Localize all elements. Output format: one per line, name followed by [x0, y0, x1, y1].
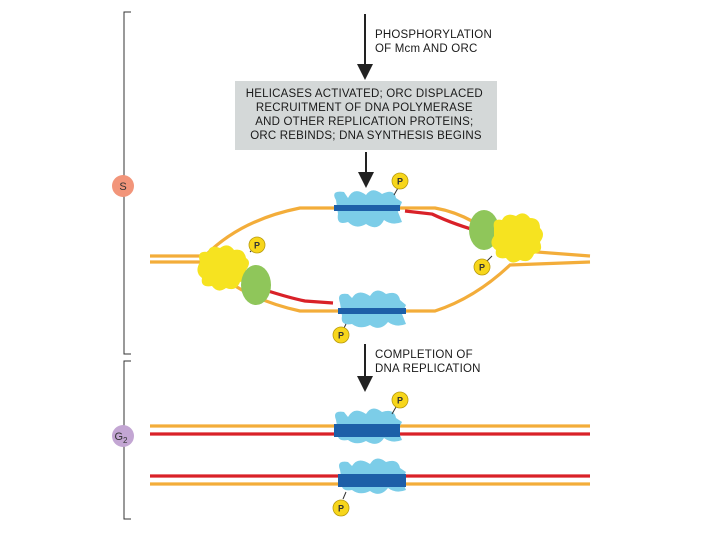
top-label: PHOSPHORYLATION OF Mcm AND ORC	[375, 29, 495, 55]
primase-left	[241, 265, 271, 305]
activation-info-box: HELICASES ACTIVATED; ORC DISPLACED RECRU…	[235, 81, 497, 150]
primase-right	[469, 210, 499, 250]
phosphate-bubble-bottom: P	[332, 323, 350, 344]
phosphate-label: P	[338, 331, 344, 341]
phosphate-bubble-left: P	[248, 236, 266, 254]
box-line-2: RECRUITMENT OF DNA POLYMERASE	[256, 102, 473, 114]
phosphate-label: P	[338, 504, 344, 514]
helicase-left	[197, 245, 271, 305]
phosphate-label: P	[254, 241, 260, 251]
g2-phase-marker: G2	[112, 425, 134, 447]
top-label-line-1: PHOSPHORYLATION	[375, 29, 492, 41]
helicase-right	[469, 210, 543, 263]
g2-phase-label: G	[114, 431, 123, 443]
phosphate-label: P	[479, 263, 485, 273]
s-phase-marker: S	[112, 175, 134, 197]
svg-text:G2: G2	[114, 431, 128, 445]
box-line-1: HELICASES ACTIVATED; ORC DISPLACED	[246, 88, 483, 100]
box-line-3: AND OTHER REPLICATION PROTEINS;	[255, 116, 473, 128]
completion-label-line-1: COMPLETION OF	[375, 349, 473, 361]
daughter-duplex-1: P	[150, 391, 590, 444]
g2-phase-subscript: 2	[123, 436, 128, 445]
box-line-4: ORC REBINDS; DNA SYNTHESIS BEGINS	[250, 130, 482, 142]
top-label-line-2: OF Mcm AND ORC	[375, 43, 477, 55]
orc-complex-bottom	[338, 290, 406, 328]
completion-label: COMPLETION OF DNA REPLICATION	[375, 349, 481, 375]
daughter-duplex-2: P	[150, 458, 590, 517]
phosphate-bubble-right: P	[473, 255, 493, 276]
phosphate-label: P	[397, 396, 403, 406]
svg-text:HELICASES ACTIVATED; ORC DISPL: HELICASES ACTIVATED; ORC DISPLACED RECRU…	[246, 88, 486, 142]
phosphate-bubble-top: P	[391, 172, 409, 196]
completion-label-line-2: DNA REPLICATION	[375, 363, 481, 375]
phosphate-label: P	[397, 177, 403, 187]
s-phase-label: S	[119, 181, 126, 193]
orc-complex-top	[334, 190, 402, 228]
